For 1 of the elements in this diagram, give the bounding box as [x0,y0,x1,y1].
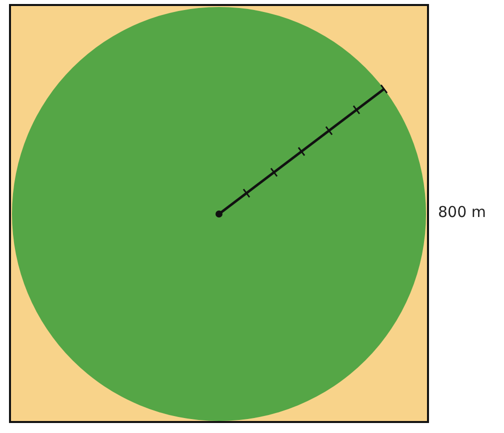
dimension-label: 800 m [438,203,486,221]
